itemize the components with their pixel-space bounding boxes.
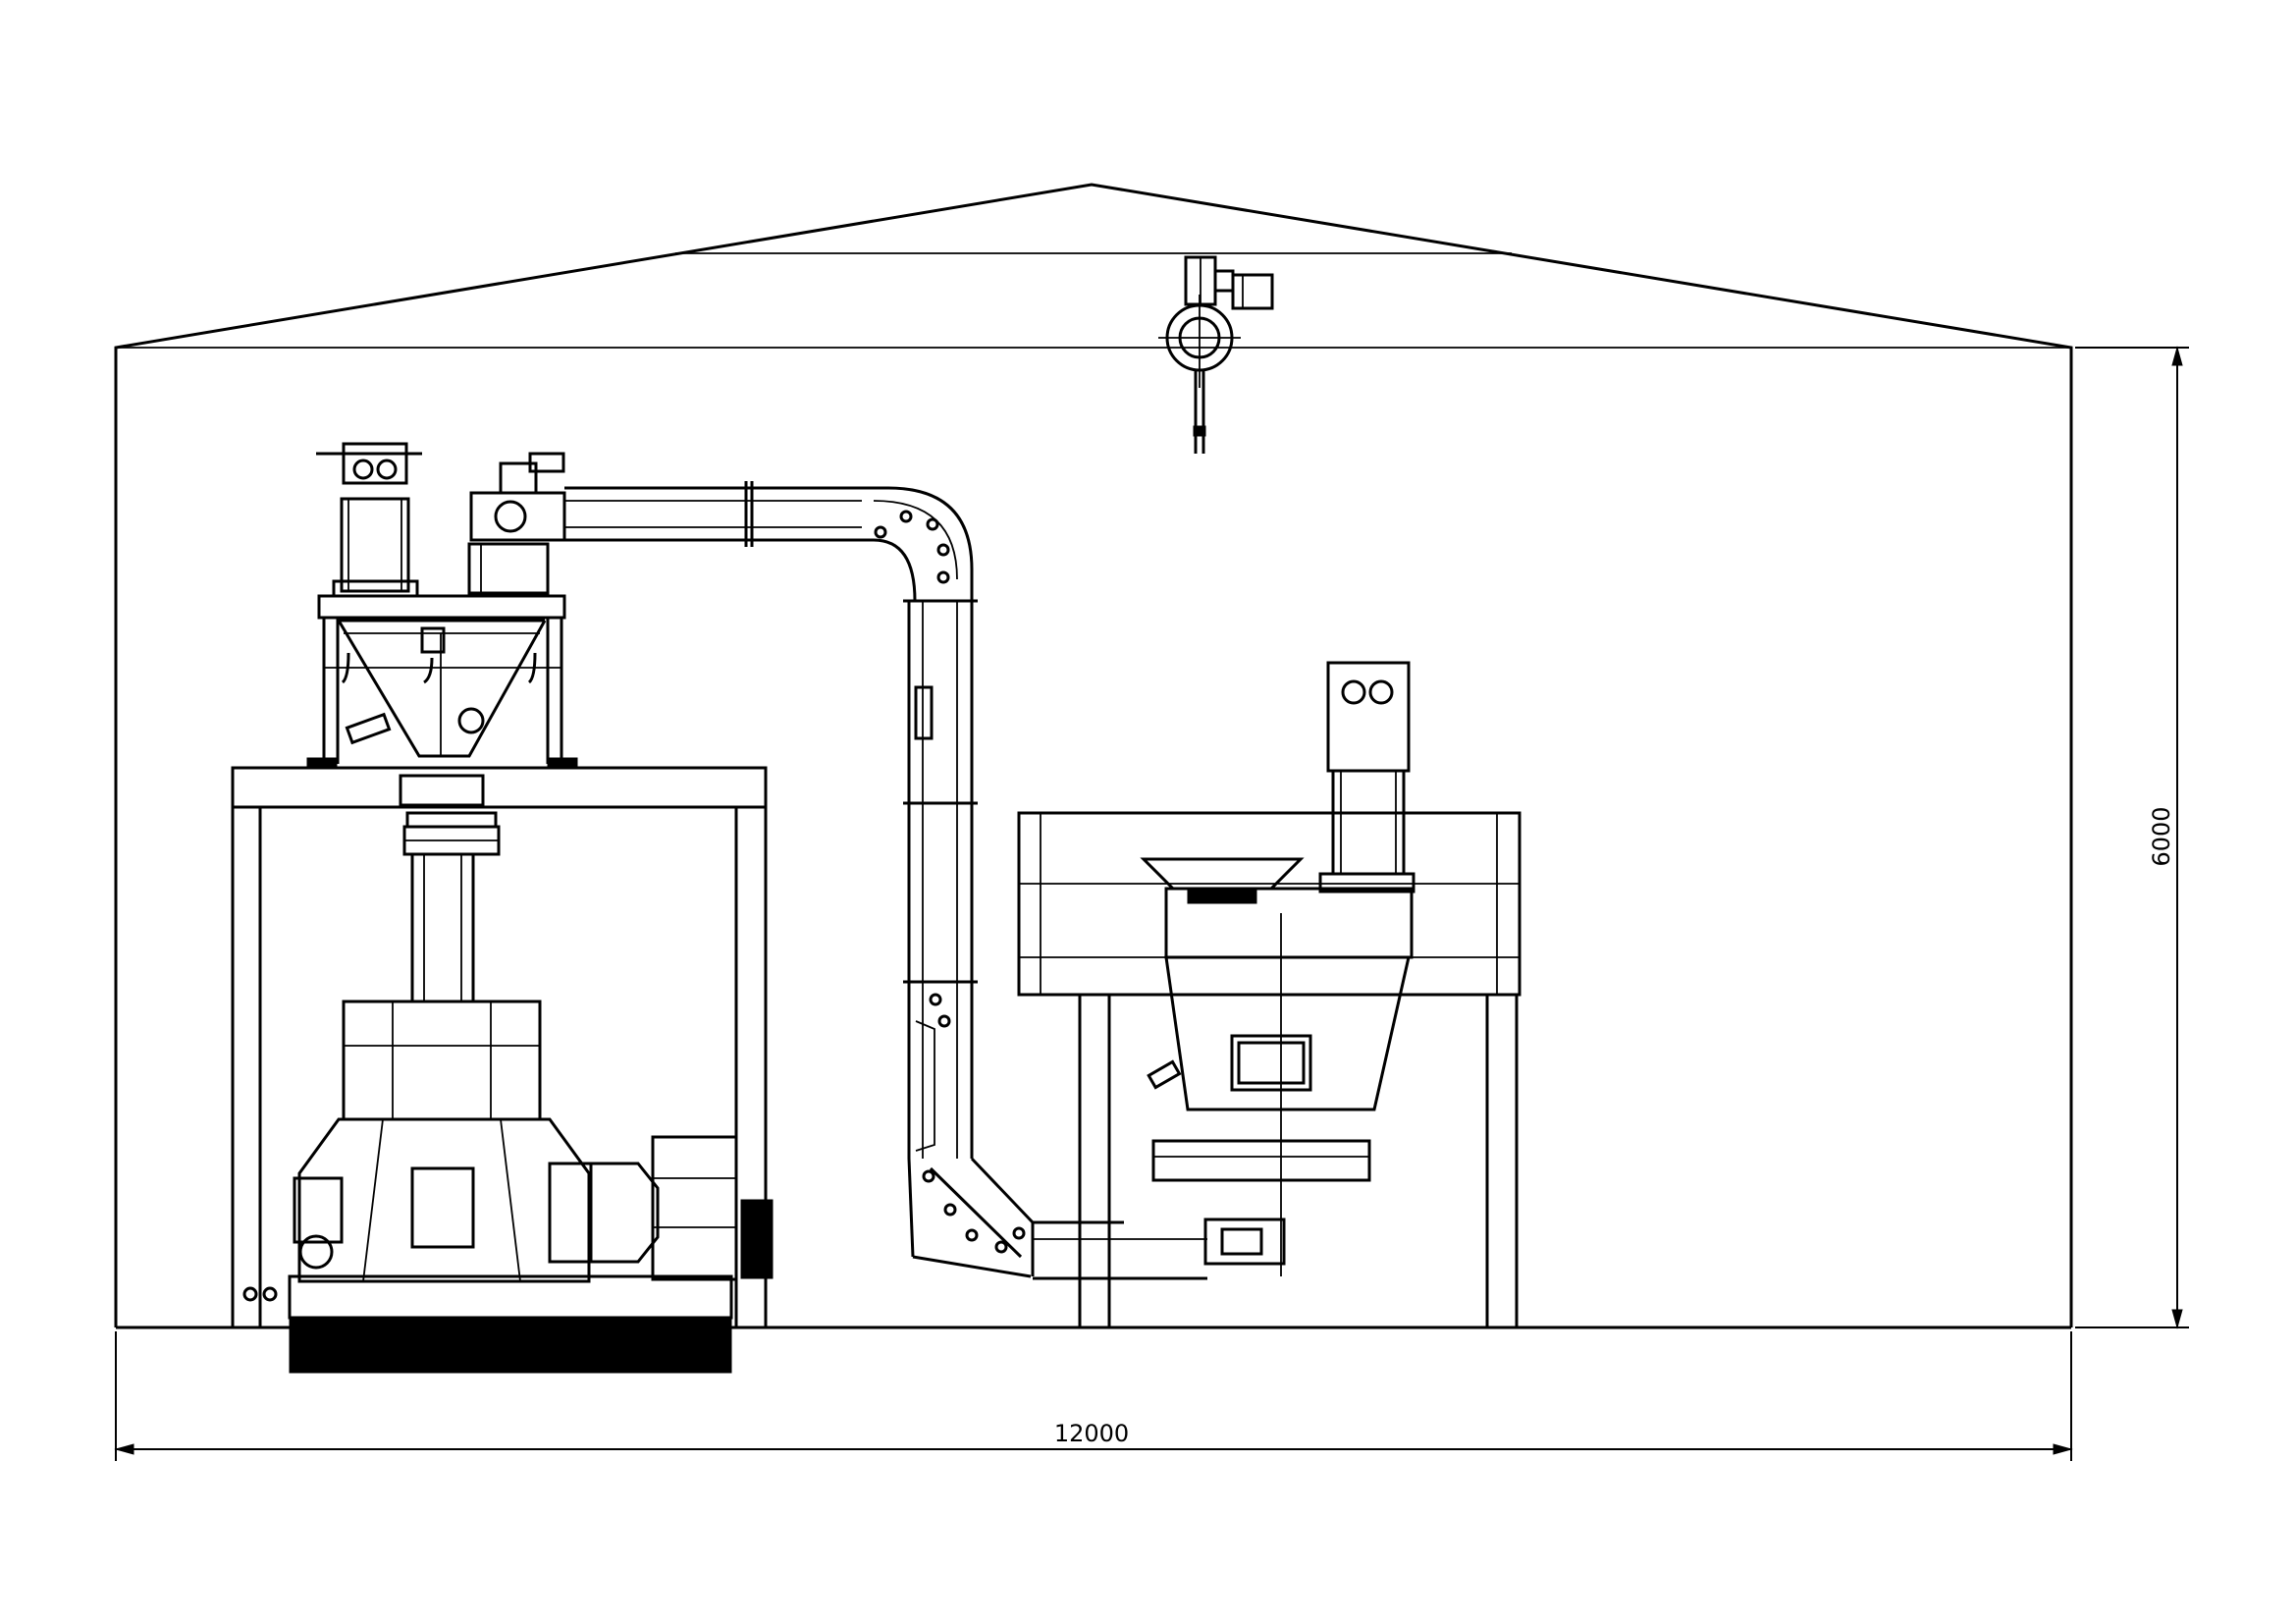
mill-base-frame <box>297 1117 591 1283</box>
building-outline <box>114 183 2073 1329</box>
upper-duct <box>564 481 862 547</box>
right-platform <box>1017 811 1522 1327</box>
bucket-elevator <box>862 486 1207 1280</box>
mill-foundation <box>242 1274 733 1374</box>
right-filter-unit <box>1318 661 1415 893</box>
hopper-cone <box>337 619 547 758</box>
height-dimension-label: 6000 <box>2148 806 2175 866</box>
width-dimension: 12000 <box>114 1331 2073 1461</box>
right-mill-bin <box>1140 857 1414 1276</box>
top-filter-unit <box>316 442 422 598</box>
mill-drive-motor <box>548 1135 774 1281</box>
main-mill-column <box>342 774 542 1121</box>
hopper-support-frame <box>306 594 578 769</box>
overhead-hoist <box>1158 255 1274 454</box>
right-screw-feeder <box>1151 1139 1371 1266</box>
width-dimension-label: 12000 <box>1054 1420 1129 1447</box>
elevator-bolts <box>874 510 1026 1254</box>
left-gearbox <box>293 1176 344 1270</box>
top-feeder <box>467 452 566 595</box>
height-dimension: 6000 <box>2075 346 2189 1329</box>
